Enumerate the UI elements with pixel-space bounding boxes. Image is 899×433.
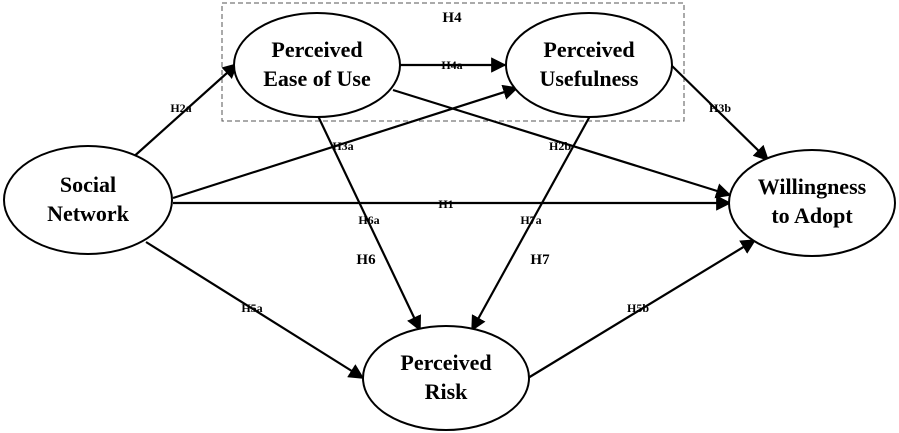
node-pr-line1: Perceived	[400, 350, 491, 375]
edge-label-h4a: H4a	[441, 58, 462, 72]
node-pu-line1: Perceived	[543, 37, 634, 62]
node-perceived-risk: Perceived Risk	[362, 325, 530, 431]
node-perceived-usefulness: Perceived Usefulness	[505, 12, 673, 118]
hypothesis-label-h7: H7	[530, 252, 550, 268]
edge-h2a	[129, 62, 239, 161]
h4-group-label: H4	[442, 10, 462, 26]
edge-h3a	[172, 84, 519, 200]
edge-label-h5a: H5a	[241, 301, 262, 315]
edge-label-h7a: H7a	[520, 213, 541, 227]
edge-label-h5b: H5b	[627, 301, 649, 315]
edge-h7a	[471, 115, 591, 332]
node-peou-line2: Ease of Use	[263, 66, 371, 91]
edge-label-h6a: H6a	[358, 213, 379, 227]
edge-label-h3a: H3a	[332, 139, 353, 153]
hypothesis-label-h6: H6	[356, 252, 376, 268]
edge-h6a	[317, 115, 421, 332]
edge-h2b	[392, 88, 732, 199]
node-peou-line1: Perceived	[271, 37, 362, 62]
node-pu-line2: Usefulness	[539, 66, 638, 91]
node-pr-line2: Risk	[425, 379, 469, 404]
h4-group-box	[221, 2, 685, 122]
node-wta-line2: to Adopt	[771, 203, 853, 228]
node-wta-line1: Willingness	[758, 174, 867, 199]
edge-label-h3b: H3b	[709, 101, 731, 115]
edge-h3b	[667, 61, 770, 162]
node-perceived-ease-of-use: Perceived Ease of Use	[233, 12, 401, 118]
node-social-network: Social Network	[3, 145, 173, 255]
node-sn-line2: Network	[47, 201, 130, 226]
edge-h5b	[527, 239, 757, 379]
node-willingness-to-adopt: Willingness to Adopt	[728, 149, 896, 257]
edge-label-h2b: H2b	[549, 139, 571, 153]
edge-h5a	[145, 241, 365, 379]
edge-label-h1: H1	[438, 197, 453, 211]
edge-label-h2a: H2a	[170, 101, 191, 115]
node-sn-line1: Social	[60, 172, 116, 197]
